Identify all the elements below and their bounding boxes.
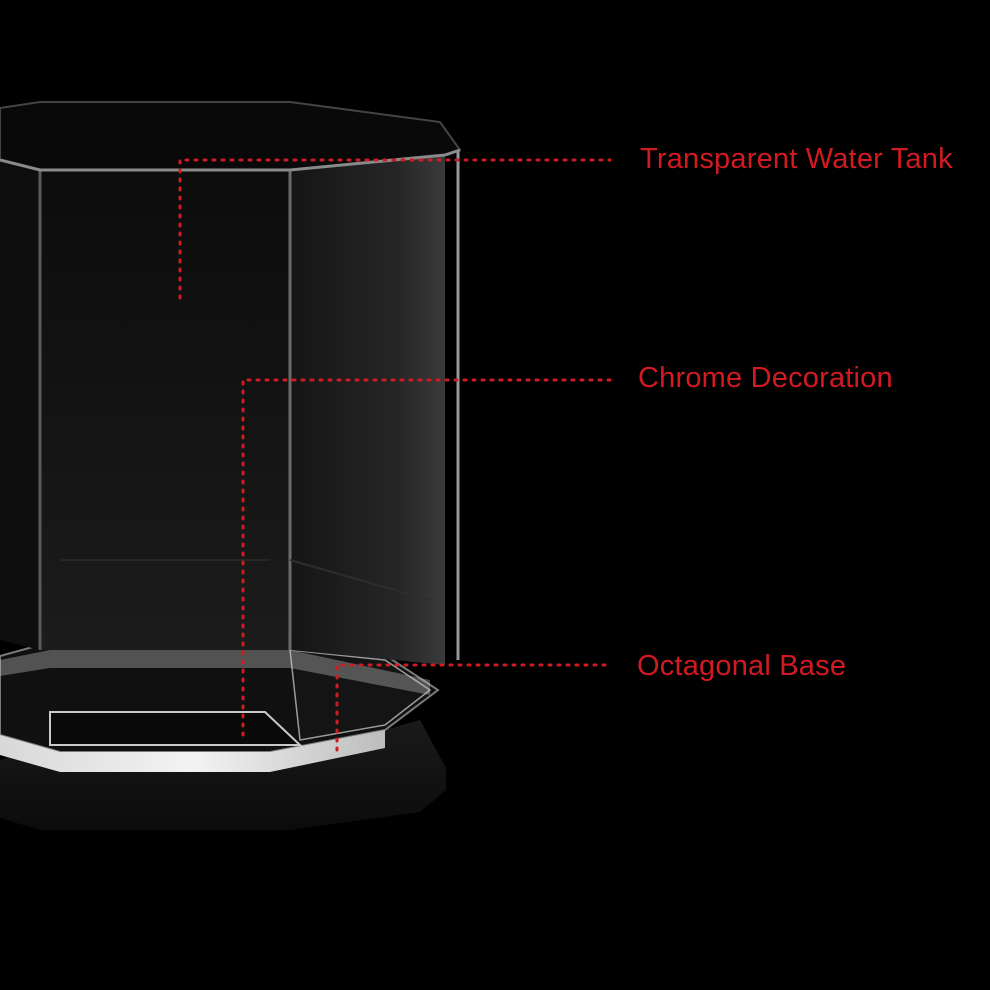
leader-octagonal-base	[335, 663, 612, 752]
octagonal-base	[0, 644, 440, 772]
callout-leaders	[178, 158, 612, 752]
callout-transparent-water-tank: Transparent Water Tank	[640, 143, 953, 175]
callout-octagonal-base: Octagonal Base	[637, 650, 847, 682]
leader-transparent-water-tank	[178, 158, 612, 300]
glass-tank	[0, 101, 462, 695]
callout-chrome-decoration: Chrome Decoration	[638, 362, 893, 394]
leader-chrome-decoration	[241, 378, 612, 737]
